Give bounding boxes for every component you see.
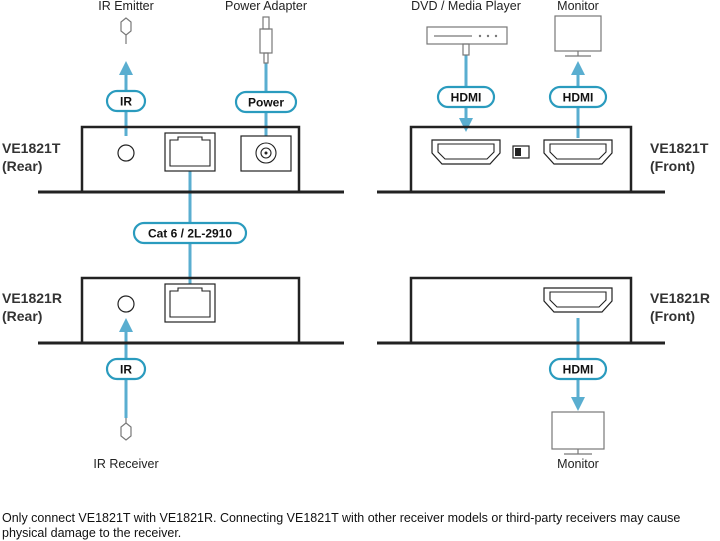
rx-rj45-port	[164, 283, 216, 323]
tx-front-name: VE1821T	[650, 140, 709, 156]
media-player-icon	[426, 26, 508, 56]
power-pill: Power	[234, 90, 298, 114]
monitor-bottom-icon	[551, 411, 605, 455]
monitor-top-icon	[554, 15, 602, 57]
tx-switch	[512, 145, 530, 159]
rx-front-panel	[377, 276, 665, 345]
svg-text:HDMI: HDMI	[563, 363, 594, 377]
cat6-pill: Cat 6 / 2L-2910	[132, 221, 248, 245]
hdmi-in-pill: HDMI	[436, 85, 496, 109]
ir-receiver-arrow	[119, 318, 133, 332]
tx-rear-side: (Rear)	[2, 158, 42, 174]
warning-note: Only connect VE1821T with VE1821R. Conne…	[2, 511, 681, 540]
ir-bottom-pill: IR	[105, 357, 147, 381]
ir-receiver-icon	[120, 418, 132, 441]
svg-text:IR: IR	[120, 95, 132, 109]
tx-front-panel	[377, 125, 665, 194]
ir-emitter-label: IR Emitter	[98, 0, 154, 13]
ir-top-pill: IR	[105, 89, 147, 113]
svg-text:HDMI: HDMI	[563, 91, 594, 105]
rx-rear-name: VE1821R	[2, 290, 62, 306]
hdmi-rx-arrow	[571, 397, 585, 411]
monitor-bottom-label: Monitor	[557, 457, 599, 471]
tx-hdmi-in-port	[431, 139, 501, 165]
hdmi-in-arrow	[459, 118, 473, 132]
ir-emitter-icon	[120, 17, 132, 44]
hdmi-out-arrow	[571, 61, 585, 75]
tx-rear-name: VE1821T	[2, 140, 61, 156]
rx-front-name: VE1821R	[650, 290, 710, 306]
svg-text:IR: IR	[120, 363, 132, 377]
svg-text:Power: Power	[248, 96, 284, 110]
tx-front-side: (Front)	[650, 158, 695, 174]
rx-front-side: (Front)	[650, 308, 695, 324]
rx-ir-port	[117, 295, 135, 313]
svg-text:Cat 6 / 2L-2910: Cat 6 / 2L-2910	[148, 227, 232, 241]
tx-power-port	[240, 135, 292, 172]
rx-hdmi-port	[543, 287, 613, 313]
hdmi-out-pill: HDMI	[548, 85, 608, 109]
ir-receiver-label: IR Receiver	[93, 457, 158, 471]
power-adapter-label: Power Adapter	[225, 0, 307, 13]
dvd-player-label: DVD / Media Player	[411, 0, 521, 13]
power-plug-icon	[259, 16, 273, 64]
rx-rear-panel	[38, 276, 344, 345]
svg-text:HDMI: HDMI	[451, 91, 482, 105]
tx-hdmi-out-port	[543, 139, 613, 165]
tx-rj45-port	[164, 132, 216, 172]
rx-rear-side: (Rear)	[2, 308, 42, 324]
tx-rear-panel	[38, 125, 344, 194]
tx-ir-port	[117, 144, 135, 162]
monitor-top-label: Monitor	[557, 0, 599, 13]
hdmi-rx-pill: HDMI	[548, 357, 608, 381]
ir-emitter-arrow	[119, 61, 133, 75]
